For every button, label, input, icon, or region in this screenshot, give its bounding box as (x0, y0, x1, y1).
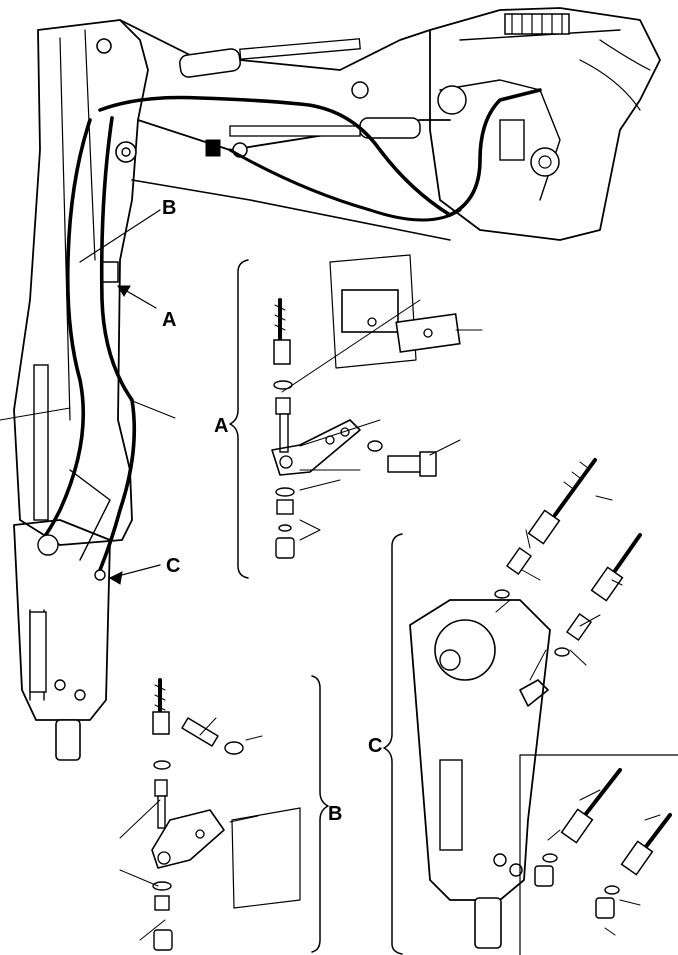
arm (13, 19, 149, 546)
adapter (565, 612, 593, 642)
hydraulic-hammer (13, 469, 111, 761)
o-ring (494, 589, 510, 599)
adapter (505, 546, 533, 576)
boom (119, 19, 451, 241)
hose-fitting (620, 840, 654, 876)
arm-cylinder (33, 364, 49, 521)
detail-a: A (214, 254, 483, 579)
clamp-block (341, 289, 399, 333)
swing-frame (429, 7, 661, 241)
clamp-bracket (151, 809, 225, 869)
bolt (181, 717, 219, 747)
cap-nut (275, 537, 295, 559)
main-assembly-view: B A C (0, 7, 661, 761)
main-leaders (0, 209, 176, 585)
detail-a-brace (229, 259, 249, 579)
detail-a-label: A (214, 415, 228, 437)
boom-cylinder (179, 48, 241, 78)
hammer-port-fitting (94, 569, 106, 581)
hose-fitting (273, 339, 291, 365)
detail-c: C (368, 458, 678, 955)
blanking-plug (534, 865, 554, 887)
blanking-cap (595, 897, 615, 919)
detail-c-brace (383, 533, 403, 955)
clamp-bracket (271, 419, 361, 476)
detail-b: B (119, 675, 342, 953)
detail-b-brace (311, 675, 329, 953)
o-ring (554, 647, 570, 657)
o-ring (273, 380, 293, 390)
callout-a-label: A (162, 309, 176, 331)
lock-nut (154, 895, 170, 911)
cap-nut (153, 929, 173, 951)
detail-b-label: B (328, 803, 342, 825)
hose-fitting (560, 808, 594, 844)
hose-fitting (527, 509, 561, 545)
adapter (279, 413, 289, 453)
washer (367, 440, 383, 452)
hose-fitting (152, 711, 170, 735)
bolt (387, 451, 437, 477)
hammer-chisel (55, 719, 81, 761)
lock-nut (276, 499, 294, 515)
hose-fitting (590, 566, 624, 602)
hammer-body (409, 599, 551, 901)
callout-b-label: B (162, 197, 176, 219)
control-valve-block (504, 13, 570, 35)
washer (224, 741, 244, 755)
detail-c-label: C (368, 735, 382, 757)
arm-pin-top (96, 38, 112, 54)
callout-c-label: C (166, 555, 180, 577)
adapter (157, 795, 166, 829)
hammer-hoses (40, 88, 542, 572)
hammer-chisel (474, 897, 502, 949)
o-ring (153, 760, 171, 770)
